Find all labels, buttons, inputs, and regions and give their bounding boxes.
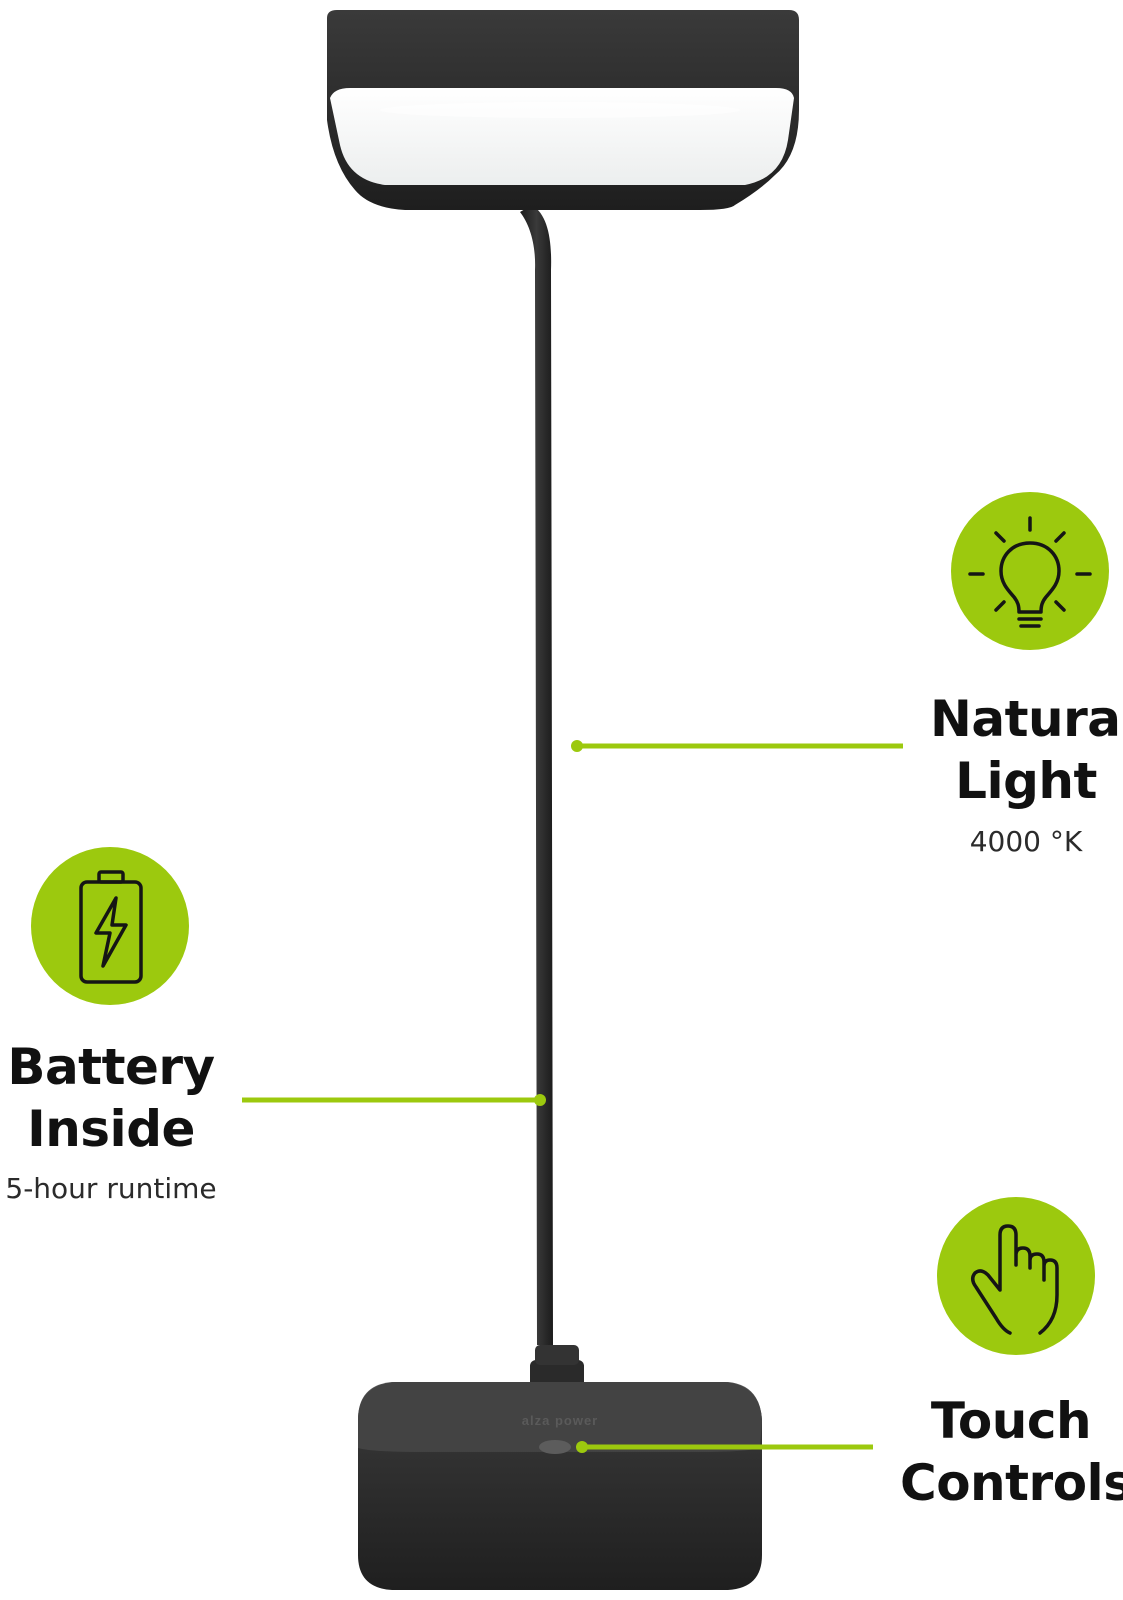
natural-light-subtitle: 4000 °K [969,825,1083,858]
battery-subtitle: 5-hour runtime [5,1172,217,1205]
touch-button [539,1440,571,1454]
lamp-gooseneck [520,205,553,1345]
brand-logo: alza power [522,1413,598,1428]
callout-lines [242,740,903,1453]
pointing-hand-icon [937,1197,1095,1355]
light-bulb-icon [951,492,1109,650]
battery-title: Battery Inside [7,1038,215,1158]
lamp-base [358,1382,762,1590]
touch-controls-title: Touch Controls [900,1392,1123,1512]
battery-icon [31,847,189,1005]
natural-light-title: Natural Light [930,690,1123,810]
lamp-head [327,10,799,210]
